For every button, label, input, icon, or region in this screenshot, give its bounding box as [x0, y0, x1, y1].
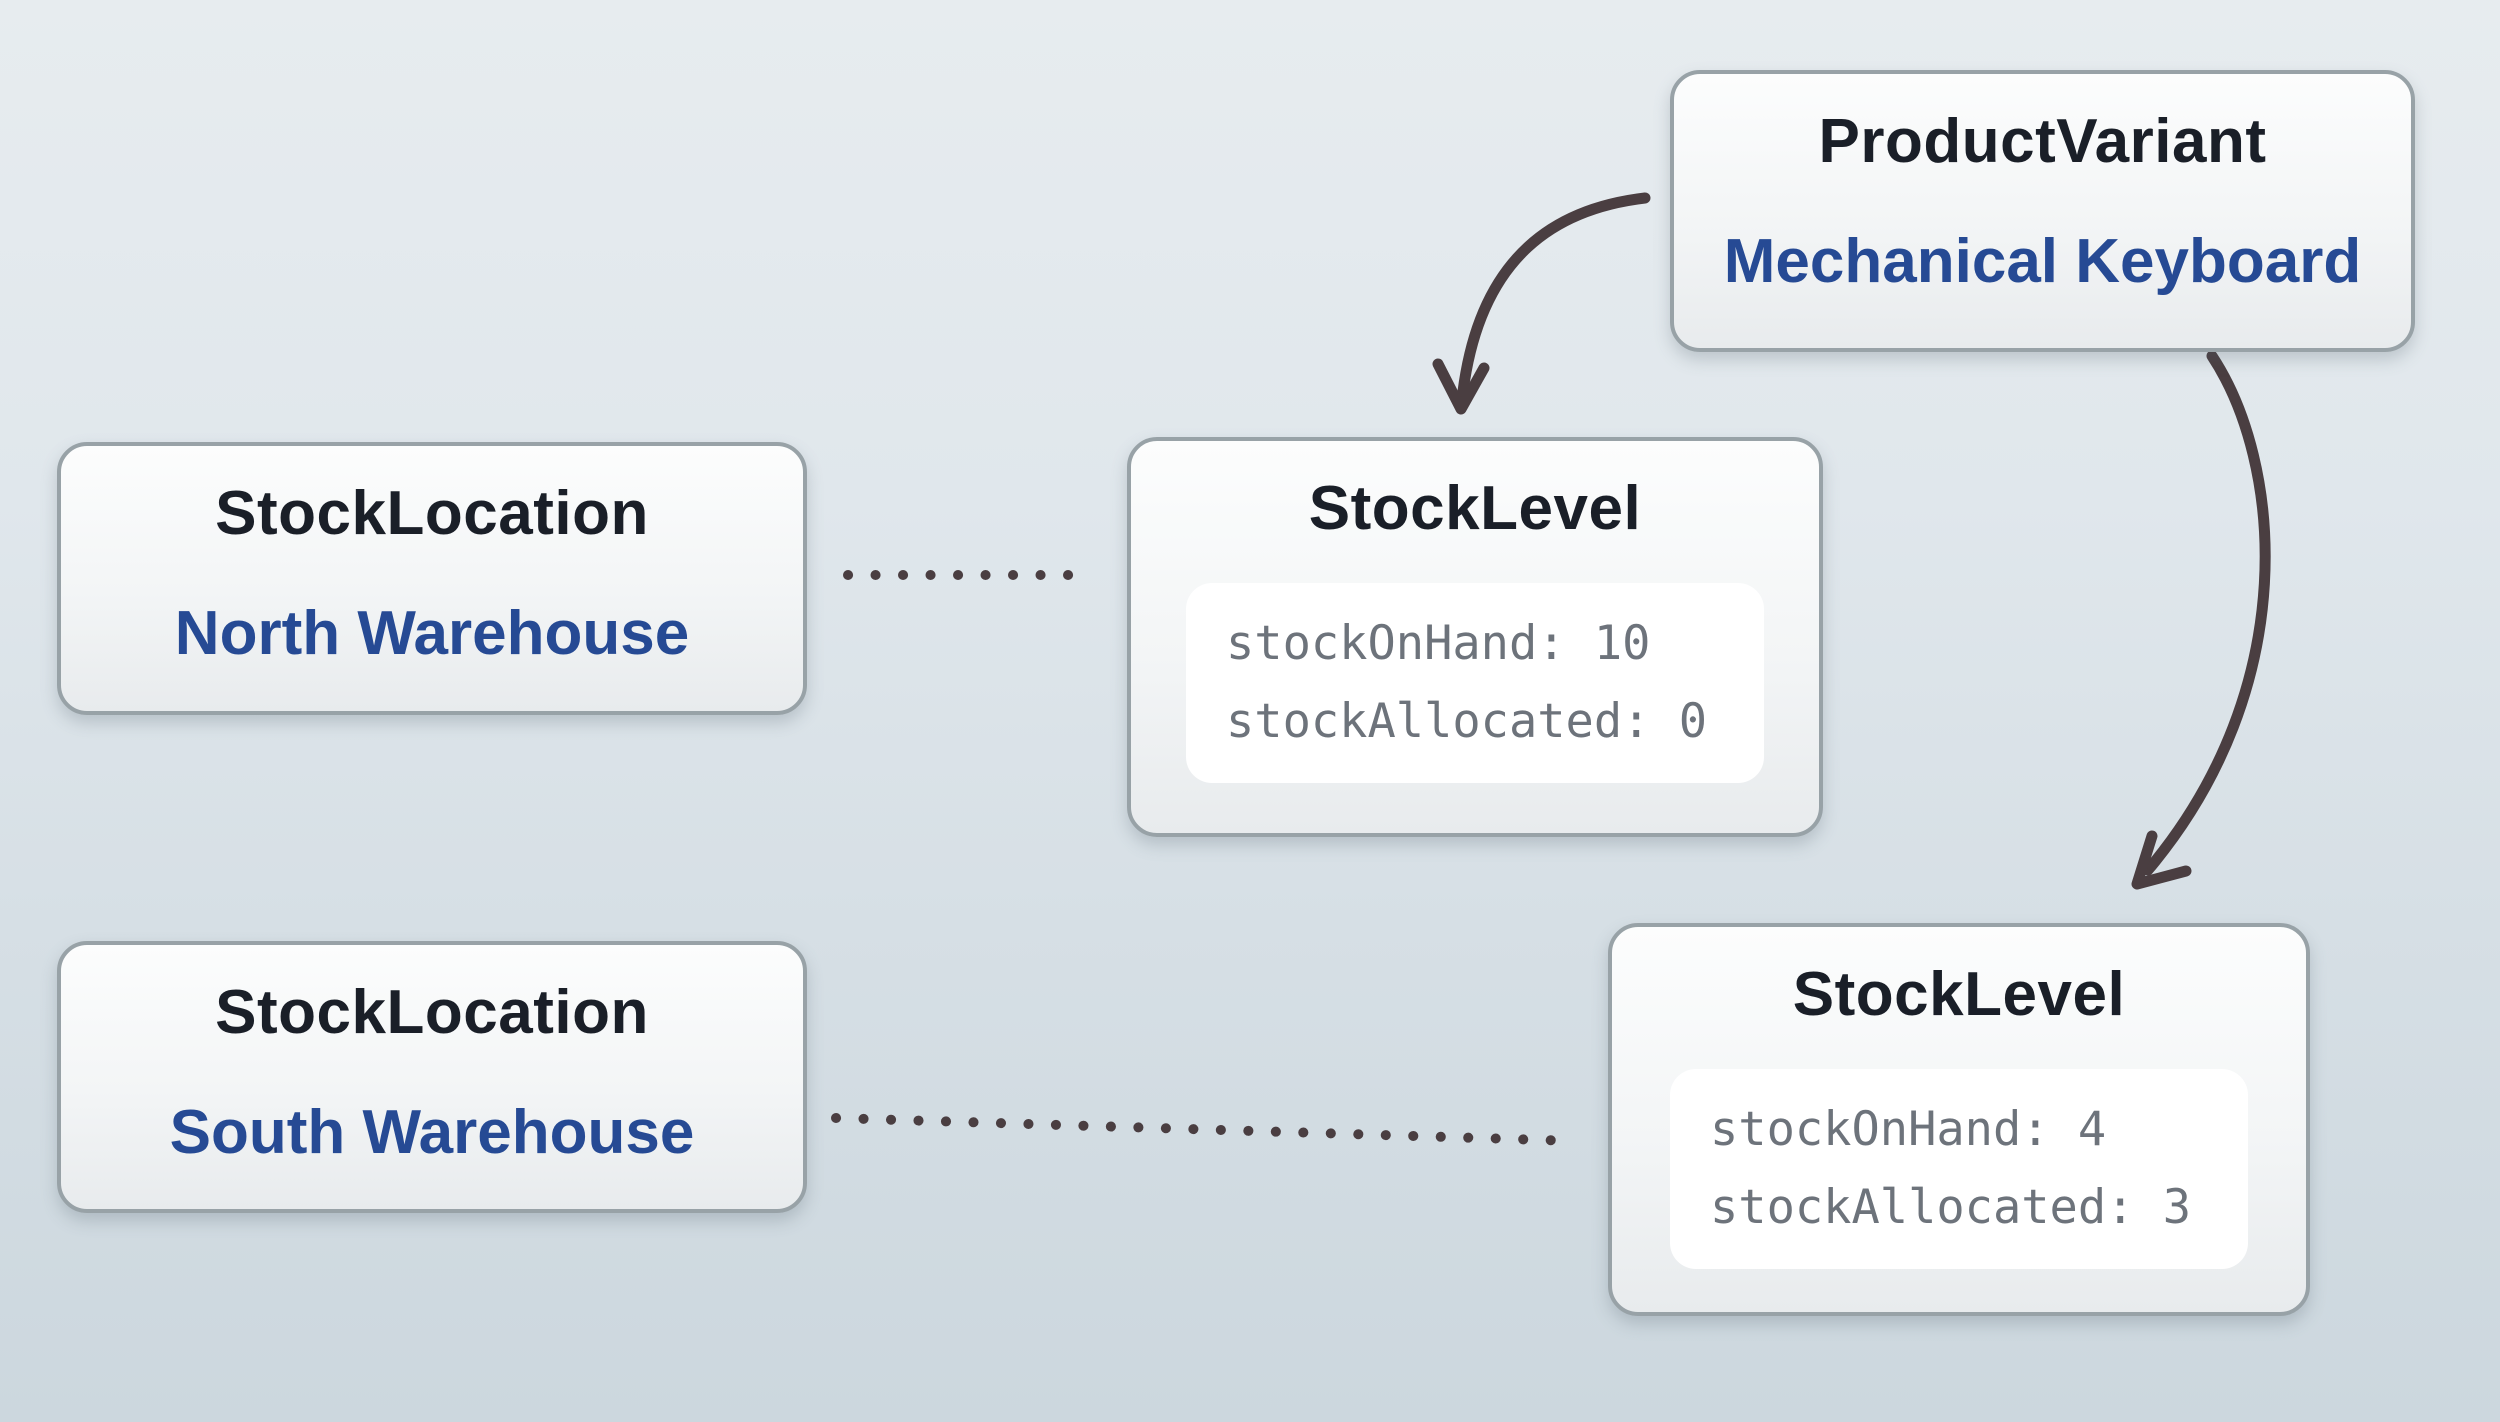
stock-level-fields-panel: stockOnHand: 10 stockAllocated: 0 — [1186, 583, 1764, 783]
entity-type-label: StockLevel — [1308, 474, 1642, 543]
stock-location-south-box: StockLocation South Warehouse — [57, 941, 807, 1213]
field-line: stockOnHand: 4 — [1710, 1102, 2107, 1157]
entity-name-label: Mechanical Keyboard — [1723, 227, 2362, 296]
entity-name-label: South Warehouse — [169, 1098, 695, 1167]
entity-type-label: StockLocation — [215, 479, 649, 548]
entity-type-label: ProductVariant — [1818, 107, 2267, 176]
stock-level-north-box: StockLevel stockOnHand: 10 stockAllocate… — [1127, 437, 1823, 837]
field-line: stockOnHand: 10 — [1226, 616, 1651, 671]
stock-level-fields-panel: stockOnHand: 4 stockAllocated: 3 — [1670, 1069, 2248, 1269]
product-variant-box: ProductVariant Mechanical Keyboard — [1670, 70, 2415, 352]
arrow-productvariant-to-north-stocklevel — [1432, 192, 1651, 415]
entity-type-label: StockLocation — [215, 978, 649, 1047]
entity-type-label: StockLevel — [1792, 960, 2126, 1029]
stock-level-south-box: StockLevel stockOnHand: 4 stockAllocated… — [1608, 923, 2310, 1316]
field-line: stockAllocated: 3 — [1710, 1180, 2192, 1235]
stock-location-north-box: StockLocation North Warehouse — [57, 442, 807, 715]
arrow-productvariant-to-south-stocklevel — [2131, 350, 2271, 890]
entity-name-label: North Warehouse — [174, 599, 690, 668]
dotted-link-south — [831, 1113, 1581, 1146]
field-line: stockAllocated: 0 — [1226, 694, 1708, 749]
